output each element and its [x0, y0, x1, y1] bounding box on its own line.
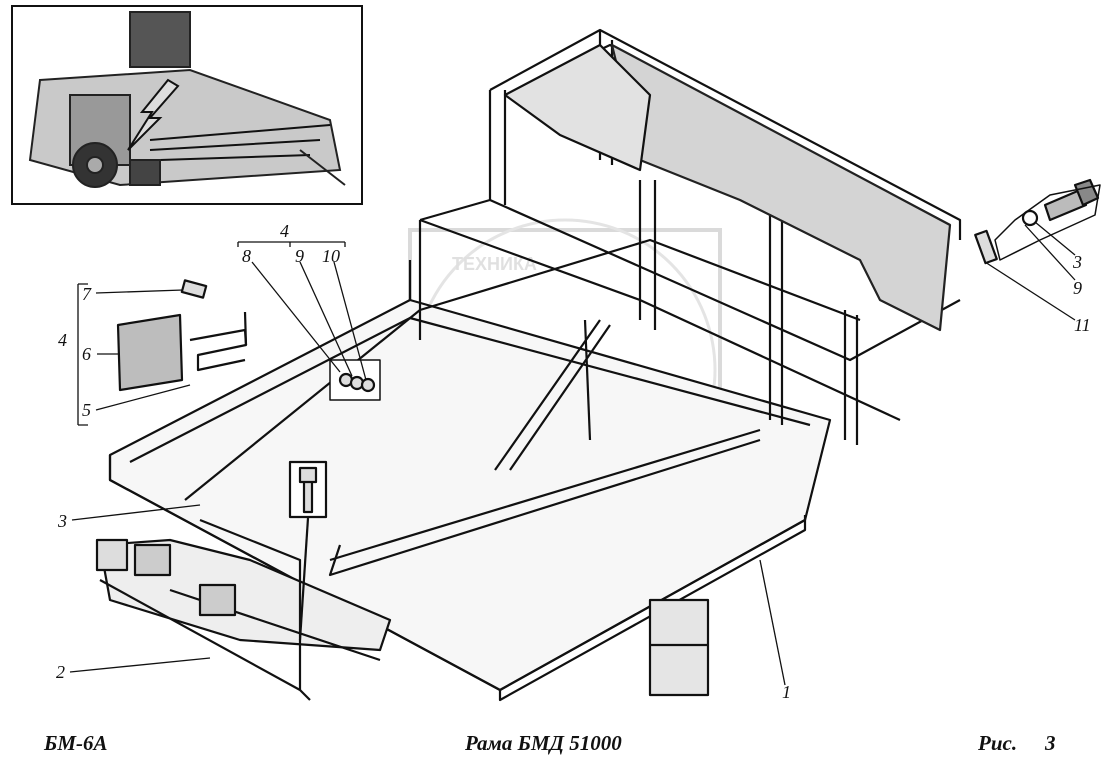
label-part-1: 1 — [782, 682, 791, 702]
figure-number: 3 — [1045, 731, 1056, 755]
figure-title: Рама БМД 51000 — [465, 731, 622, 755]
callout-labels: 4 8 9 10 7 4 6 5 3 2 1 3 9 11 — [56, 221, 1091, 702]
watermark-brand: ТЕХНИКА — [452, 254, 537, 274]
inset-photo — [11, 5, 363, 205]
model-label: БМ-6А — [44, 731, 108, 755]
figure-label: Рис. — [978, 731, 1018, 755]
label-part-9-right: 9 — [1073, 278, 1082, 298]
harvester-photo-icon — [28, 11, 346, 188]
leader-lines — [69, 221, 1076, 686]
frame-lines — [95, 28, 1101, 702]
label-part-9-top: 9 — [295, 246, 304, 266]
label-part-7: 7 — [82, 284, 92, 304]
label-part-2: 2 — [56, 662, 65, 682]
label-group-4-top: 4 — [280, 221, 289, 241]
label-part-6: 6 — [82, 344, 91, 364]
label-part-10: 10 — [322, 246, 340, 266]
label-part-11: 11 — [1074, 315, 1091, 335]
label-part-8: 8 — [242, 246, 251, 266]
label-part-3-right: 3 — [1072, 252, 1082, 272]
label-part-5: 5 — [82, 400, 91, 420]
label-group-4-left: 4 — [58, 330, 67, 350]
pointer-arrow-icon — [127, 78, 180, 151]
label-part-3-left: 3 — [57, 511, 67, 531]
